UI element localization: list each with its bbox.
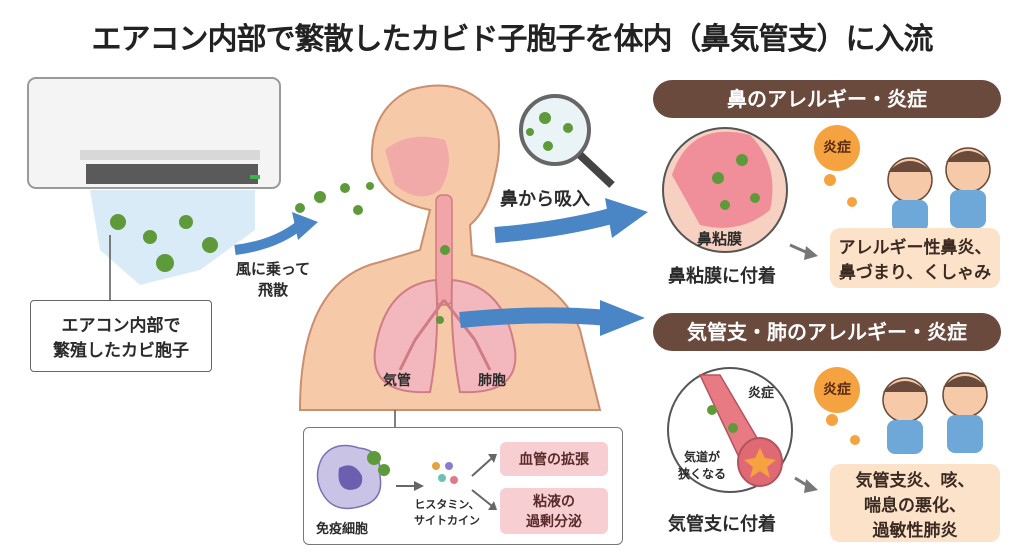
nasal-mucosa-icon	[662, 127, 788, 253]
wind-line-2: 飛散	[257, 281, 288, 299]
chem-line-1: ヒスタミン、	[414, 498, 480, 511]
nose-effects-box: アレルギー性鼻炎、 鼻づまり、くしゃみ	[830, 228, 1000, 288]
page-title: エアコン内部で繁散したカビド子胞子を体内（鼻気管支）に入流	[91, 22, 934, 57]
arrow-to-bronchi-icon	[600, 300, 645, 336]
bronchi-section-header: 気管支・肺のアレルギー・炎症	[653, 313, 1001, 351]
bronchi-effect-line-1: 気管支炎、咳、	[855, 470, 975, 491]
nose-section-header: 鼻のアレルギー・炎症	[653, 80, 1001, 118]
mucus-box: 粘液の 過剰分泌	[500, 488, 608, 534]
nose-inflammation-badge: 炎症	[814, 125, 860, 171]
immune-cell-icon	[316, 444, 497, 510]
bronchi-effect-line-3: 過敏性肺炎	[872, 520, 958, 541]
bronchi-effect-line-2: 喘息の悪化、	[864, 495, 966, 516]
nose-attach-label: 鼻粘膜に付着	[668, 266, 776, 287]
children-sneezing-icon	[824, 147, 991, 232]
source-line-1: エアコン内部で	[61, 316, 181, 336]
inhale-label: 鼻から吸入	[500, 189, 590, 210]
magnifier-icon	[519, 94, 615, 188]
air-conditioner-icon	[27, 77, 281, 189]
wind-arrow-icon	[234, 221, 304, 255]
bronchus-cross-section-icon	[667, 367, 793, 493]
arrow-to-nose-icon	[605, 198, 648, 238]
airflow-cone	[90, 190, 255, 285]
mucus-line-2: 過剰分泌	[526, 514, 582, 530]
chem-line-2: サイトカイン	[414, 514, 480, 527]
alveoli-label: 肺胞	[478, 373, 506, 389]
mold-source-label: エアコン内部で 繁殖したカビ胞子	[30, 300, 212, 372]
bronchi-inflammation-label: 炎症	[748, 386, 775, 401]
mucus-line-1: 粘液の	[533, 494, 575, 510]
immune-cell-label: 免疫細胞	[316, 522, 369, 537]
nose-effect-line-1: アレルギー性鼻炎、	[838, 238, 992, 258]
chemicals-label: ヒスタミン、 サイトカイン	[414, 496, 480, 528]
children-coughing-icon	[826, 372, 988, 454]
bronchi-effects-box: 気管支炎、咳、 喘息の悪化、 過敏性肺炎	[830, 464, 1000, 542]
spores-icon	[110, 182, 374, 272]
wind-label: 風に乗って 飛散	[228, 258, 318, 300]
human-body-icon	[298, 84, 602, 411]
bronchi-attach-label: 気管支に付着	[668, 514, 776, 535]
bronchi-inflammation-badge: 炎症	[814, 367, 860, 413]
nasal-mucosa-label: 鼻粘膜	[697, 230, 743, 248]
airway-line-1: 気道が	[684, 450, 721, 464]
trachea-label: 気管	[383, 373, 411, 389]
source-line-2: 繁殖したカビ胞子	[53, 341, 189, 361]
airway-narrow-label: 気道が 狭くなる	[678, 448, 726, 482]
airway-line-2: 狭くなる	[678, 467, 727, 481]
nose-effect-line-2: 鼻づまり、くしゃみ	[838, 263, 992, 283]
wind-line-1: 風に乗って	[235, 260, 311, 278]
vasodilation-box: 血管の拡張	[500, 442, 608, 476]
immune-reaction-box: 免疫細胞 ヒスタミン、 サイトカイン 血管の拡張 粘液の 過剰分泌	[303, 427, 623, 545]
